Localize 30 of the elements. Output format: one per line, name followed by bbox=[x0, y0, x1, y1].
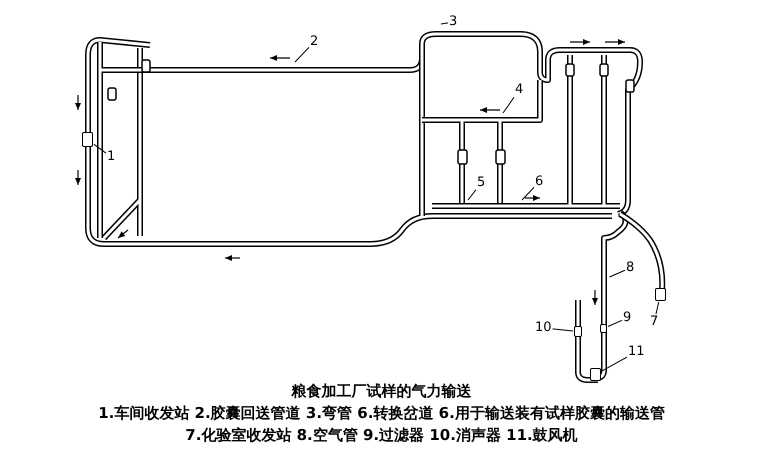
callout-number: 1 bbox=[107, 150, 116, 164]
callout-number: 7 bbox=[650, 315, 658, 329]
leader-line bbox=[552, 328, 574, 332]
callout-number: 11 bbox=[628, 345, 645, 359]
leader-line bbox=[522, 186, 534, 200]
leader-line bbox=[502, 96, 514, 114]
leader-line bbox=[602, 356, 628, 372]
pipe-fitting bbox=[655, 288, 666, 301]
leader-line bbox=[294, 46, 310, 62]
leader-line bbox=[94, 144, 106, 154]
callout-number: 5 bbox=[477, 176, 486, 190]
callout-number: 6 bbox=[535, 175, 544, 189]
callout-number: 2 bbox=[310, 35, 318, 49]
pipe-fitting bbox=[590, 368, 601, 381]
pipe-fitting bbox=[600, 324, 607, 333]
callout-number: 3 bbox=[449, 15, 458, 29]
legend-line: 1.车间收发站 2.胶囊回送管道 3.弯管 6.转换岔道 6.用于输送装有试样胶囊的输送管 bbox=[97, 404, 666, 423]
callout-number: 8 bbox=[626, 261, 634, 275]
callout-number: 4 bbox=[515, 83, 524, 97]
leader-line bbox=[609, 270, 626, 278]
leader-line bbox=[608, 320, 622, 327]
leader-line bbox=[440, 22, 448, 24]
callout-number: 9 bbox=[623, 311, 632, 325]
callout-number: 10 bbox=[535, 321, 552, 335]
leader-line bbox=[468, 189, 476, 200]
caption: 粮食加工厂试样的气力输送 bbox=[290, 382, 472, 401]
pipe-fitting bbox=[82, 132, 93, 147]
leader-line bbox=[656, 302, 660, 314]
legend-line: 7.化验室收发站 8.空气管 9.过滤器 10.消声器 11.鼓风机 bbox=[184, 426, 579, 445]
pipe-fitting bbox=[574, 326, 582, 337]
